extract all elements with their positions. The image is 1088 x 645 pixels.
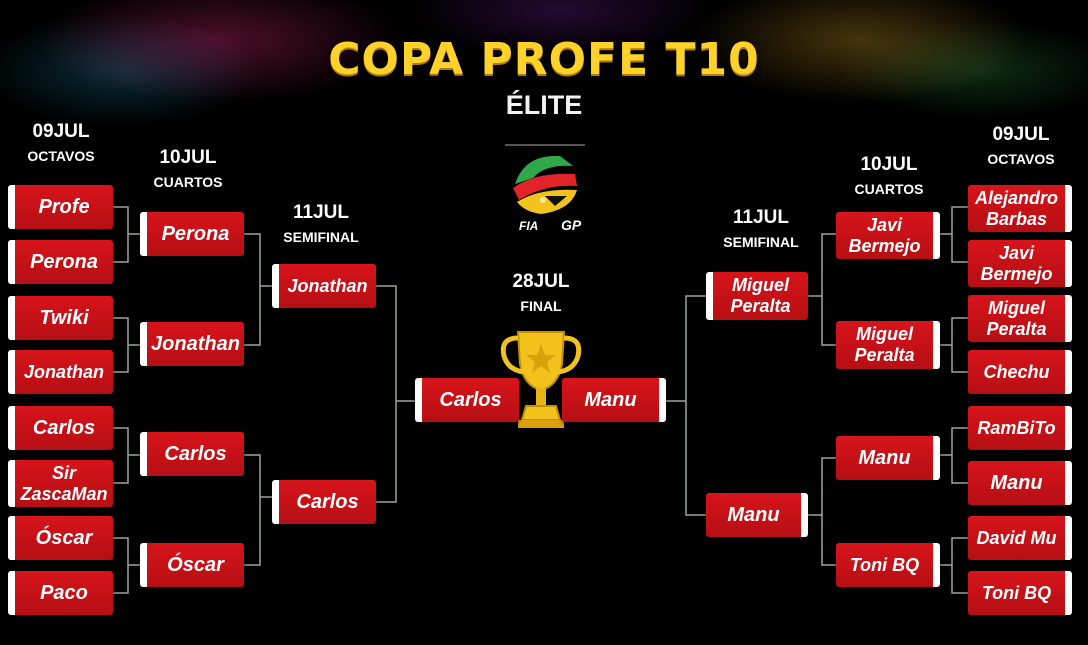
final-round: FINAL xyxy=(520,298,562,314)
right-octavos-slot-1: Alejandro Barbas xyxy=(968,185,1072,232)
left-octavos-slot-3: Twiki xyxy=(8,296,113,340)
final-right-slot: Manu xyxy=(562,378,666,422)
left-semifinal-label: 11JUL SEMIFINAL xyxy=(276,203,366,244)
right-semifinal-slot-1: Miguel Peralta xyxy=(706,272,808,320)
right-cuartos-label: 10JUL CUARTOS xyxy=(846,155,932,196)
right-cuartos-slot-4: Toni BQ xyxy=(836,543,940,587)
logo-text-gp: GP xyxy=(561,217,582,233)
left-octavos-slot-1: Profe xyxy=(8,185,113,229)
logo-text-fia: FIA xyxy=(519,219,538,233)
right-octavos-slot-4: Chechu xyxy=(968,350,1072,394)
tournament-title: COPA PROFE T10 xyxy=(328,34,760,85)
left-octavos-round: OCTAVOS xyxy=(27,148,95,164)
right-octavos-round: OCTAVOS xyxy=(987,151,1055,167)
right-octavos-slot-8: Toni BQ xyxy=(968,571,1072,615)
left-semifinal-slot-1: Jonathan xyxy=(272,264,376,308)
right-octavos-date: 09JUL xyxy=(992,124,1050,145)
right-octavos-slot-3: Miguel Peralta xyxy=(968,295,1072,342)
trophy-icon xyxy=(500,331,582,428)
left-semifinal-slot-2: Carlos xyxy=(272,480,376,524)
right-cuartos-slot-2: Miguel Peralta xyxy=(836,321,940,369)
right-octavos-slot-6: Manu xyxy=(968,461,1072,505)
left-octavos-slot-4: Jonathan xyxy=(8,350,113,394)
right-semifinal-round: SEMIFINAL xyxy=(723,234,799,250)
left-cuartos-slot-1: Perona xyxy=(140,212,244,256)
fia-gp-logo-icon: FIA GP xyxy=(505,144,585,233)
left-octavos-slot-8: Paco xyxy=(8,571,113,615)
right-semifinal-date: 11JUL xyxy=(733,207,789,228)
left-octavos-slot-2: Perona xyxy=(8,240,113,284)
left-octavos-label: 09JUL OCTAVOS xyxy=(20,122,102,163)
right-octavos-slot-5: RamBiTo xyxy=(968,406,1072,450)
left-octavos-slot-7: Óscar xyxy=(8,516,113,560)
right-semifinal-label: 11JUL SEMIFINAL xyxy=(716,208,806,249)
left-cuartos-date: 10JUL xyxy=(159,147,217,168)
left-semifinal-round: SEMIFINAL xyxy=(283,229,359,245)
left-octavos-slot-5: Carlos xyxy=(8,406,113,450)
right-cuartos-round: CUARTOS xyxy=(854,181,924,197)
right-semifinal-slot-2: Manu xyxy=(706,493,808,537)
left-cuartos-slot-3: Carlos xyxy=(140,432,244,476)
right-cuartos-date: 10JUL xyxy=(860,154,918,175)
left-cuartos-slot-2: Jonathan xyxy=(140,322,244,366)
right-octavos-label: 09JUL OCTAVOS xyxy=(980,125,1062,166)
left-cuartos-label: 10JUL CUARTOS xyxy=(145,148,231,189)
left-cuartos-slot-4: Óscar xyxy=(140,543,244,587)
final-label: 28JUL FINAL xyxy=(496,272,586,313)
right-cuartos-slot-1: Javi Bermejo xyxy=(836,212,940,259)
right-octavos-slot-2: Javi Bermejo xyxy=(968,240,1072,287)
left-octavos-date: 09JUL xyxy=(32,121,90,142)
right-cuartos-slot-3: Manu xyxy=(836,436,940,480)
left-octavos-slot-6: Sir ZascaMan xyxy=(8,460,113,507)
left-semifinal-date: 11JUL xyxy=(293,202,349,223)
right-octavos-slot-7: David Mu xyxy=(968,516,1072,560)
tournament-subtitle: ÉLITE xyxy=(505,90,583,120)
left-cuartos-round: CUARTOS xyxy=(153,174,223,190)
final-left-slot: Carlos xyxy=(415,378,519,422)
final-date: 28JUL xyxy=(512,271,570,292)
